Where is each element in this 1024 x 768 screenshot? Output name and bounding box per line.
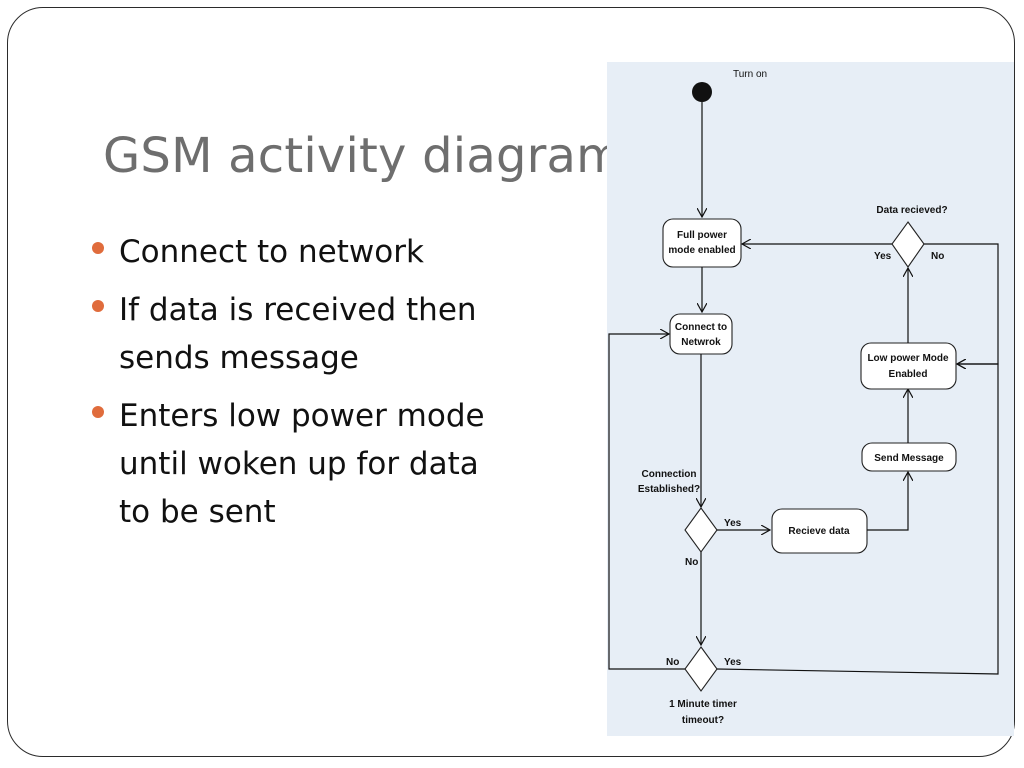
edge-timer-no-connect bbox=[608, 334, 685, 670]
node-receive-label: Recieve data bbox=[788, 526, 850, 537]
edge-label-yes: Yes bbox=[724, 518, 742, 529]
decision-data-received bbox=[891, 221, 925, 268]
decision-data-label: Data recieved? bbox=[876, 205, 947, 216]
bullet-item: If data is received then sends message bbox=[92, 286, 502, 382]
activity-diagram-canvas: Turn on Full power mode enabled Connect … bbox=[608, 69, 999, 726]
node-connect-line1: Connect to bbox=[675, 322, 727, 333]
slide-title: GSM activity diagram bbox=[103, 128, 624, 184]
node-full-power-line1: Full power bbox=[677, 230, 727, 241]
bullet-text: Enters low power mode until woken up for… bbox=[119, 398, 485, 530]
bullet-dot-icon bbox=[92, 406, 104, 418]
node-send-label: Send Message bbox=[874, 453, 944, 464]
edge-timer-yes-lowpower bbox=[716, 364, 999, 675]
activity-diagram: Turn on Full power mode enabled Connect … bbox=[607, 62, 1014, 736]
node-receive-data bbox=[771, 508, 868, 554]
start-node bbox=[692, 82, 712, 102]
bullet-dot-icon bbox=[92, 242, 104, 254]
node-low-power-line1: Low power Mode bbox=[867, 353, 949, 364]
start-label: Turn on bbox=[733, 69, 767, 80]
bullet-list: Connect to network If data is received t… bbox=[92, 228, 502, 546]
node-full-power-line2: mode enabled bbox=[668, 245, 735, 256]
decision-timer-line1: 1 Minute timer bbox=[669, 699, 737, 710]
edge-label-no: No bbox=[685, 557, 698, 568]
node-low-power-line2: Enabled bbox=[889, 369, 928, 380]
node-connect-line2: Netwrok bbox=[681, 337, 721, 348]
node-full-power bbox=[662, 218, 742, 268]
bullet-dot-icon bbox=[92, 300, 104, 312]
bullet-text: Connect to network bbox=[119, 234, 424, 270]
edge-receive-send bbox=[867, 472, 908, 531]
node-low-power bbox=[860, 342, 957, 390]
decision-connection-line2: Established? bbox=[638, 484, 700, 495]
decision-connection bbox=[684, 507, 718, 553]
edge-label-yes: Yes bbox=[874, 251, 892, 262]
decision-timer bbox=[684, 646, 718, 692]
node-send-message bbox=[861, 442, 957, 472]
edge-label-yes: Yes bbox=[724, 657, 742, 668]
bullet-item: Connect to network bbox=[92, 228, 502, 276]
node-connect bbox=[669, 313, 733, 355]
edge-label-no: No bbox=[666, 657, 679, 668]
edge-label-no: No bbox=[931, 251, 944, 262]
decision-connection-line1: Connection bbox=[642, 469, 697, 480]
bullet-item: Enters low power mode until woken up for… bbox=[92, 392, 502, 536]
decision-timer-line2: timeout? bbox=[682, 715, 724, 726]
bullet-text: If data is received then sends message bbox=[119, 292, 477, 376]
